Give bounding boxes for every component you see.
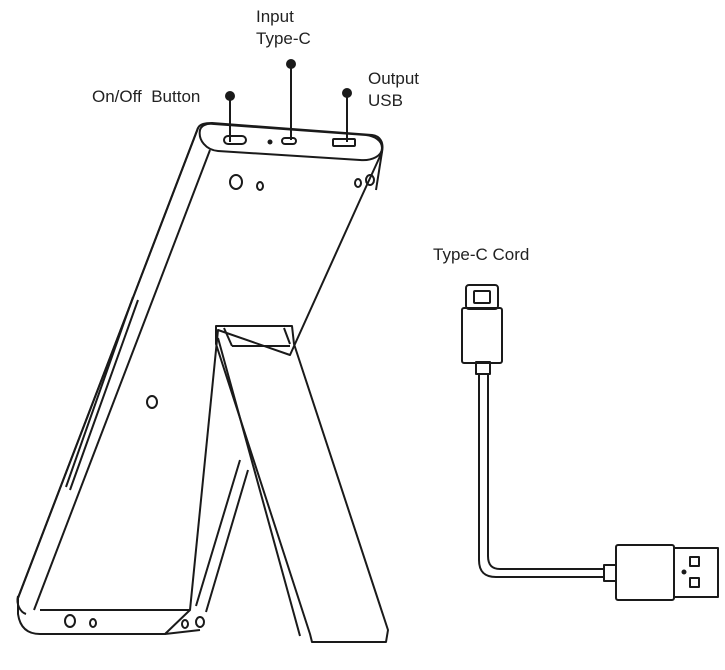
cord-label: Type-C Cord bbox=[433, 245, 529, 264]
input-label-line2: Type-C bbox=[256, 29, 311, 48]
side-slot bbox=[65, 296, 139, 491]
cable-inner bbox=[487, 374, 604, 570]
onoff-label: On/Off Button bbox=[92, 87, 200, 106]
kickstand-plate bbox=[215, 325, 389, 643]
typec-input-port bbox=[281, 137, 297, 145]
left-inner-edge bbox=[33, 149, 211, 611]
type-c-cord bbox=[461, 284, 719, 601]
hole-bottom-right bbox=[181, 619, 189, 629]
usb-output-port bbox=[332, 138, 356, 147]
body-rear-leg bbox=[195, 459, 249, 613]
typec-connector-tip bbox=[465, 284, 499, 310]
hole-bottom-left bbox=[89, 618, 97, 628]
hole-top-left-small bbox=[256, 181, 264, 191]
kickstand bbox=[195, 325, 389, 643]
typec-strain-relief bbox=[475, 361, 491, 375]
usb-connector-tip bbox=[673, 547, 719, 598]
onoff-button-callout: On/Off Button bbox=[92, 87, 235, 142]
left-edge bbox=[17, 127, 199, 599]
usb-logo-dot bbox=[681, 569, 687, 575]
output-label-line1: Output bbox=[368, 69, 419, 88]
input-typec-callout: Input Type-C bbox=[256, 7, 311, 140]
usb-contact-lower bbox=[689, 577, 700, 588]
indicator-dot bbox=[267, 139, 273, 145]
kickstand-inner-edge bbox=[217, 337, 301, 637]
onoff-button-port bbox=[223, 135, 247, 145]
screw-bottom-right bbox=[195, 616, 205, 628]
usb-strain-relief bbox=[603, 564, 617, 582]
bottom-edge bbox=[40, 629, 201, 635]
input-label-line1: Input bbox=[256, 7, 294, 26]
right-edge-top bbox=[375, 151, 383, 191]
body-outline bbox=[17, 122, 384, 635]
kickstand-hinge-notches bbox=[223, 327, 291, 347]
cable-outer bbox=[478, 374, 604, 578]
screw-top-right bbox=[365, 174, 375, 186]
hole-top-right-small bbox=[354, 178, 362, 188]
output-label-line2: USB bbox=[368, 91, 403, 110]
output-usb-callout: Output USB bbox=[342, 69, 419, 142]
bottom-left-corner bbox=[16, 595, 27, 615]
screw-top-left bbox=[229, 174, 243, 190]
typec-tip-inner bbox=[473, 290, 491, 304]
body-screws bbox=[64, 174, 375, 629]
power-bank-body bbox=[16, 122, 384, 635]
usb-connector-housing bbox=[615, 544, 675, 601]
usb-contact-upper bbox=[689, 556, 700, 567]
top-cap bbox=[198, 122, 383, 162]
screw-bottom-left bbox=[64, 614, 76, 628]
typec-connector-housing bbox=[461, 307, 503, 364]
screw-middle bbox=[146, 395, 158, 409]
top-ports bbox=[223, 135, 356, 147]
